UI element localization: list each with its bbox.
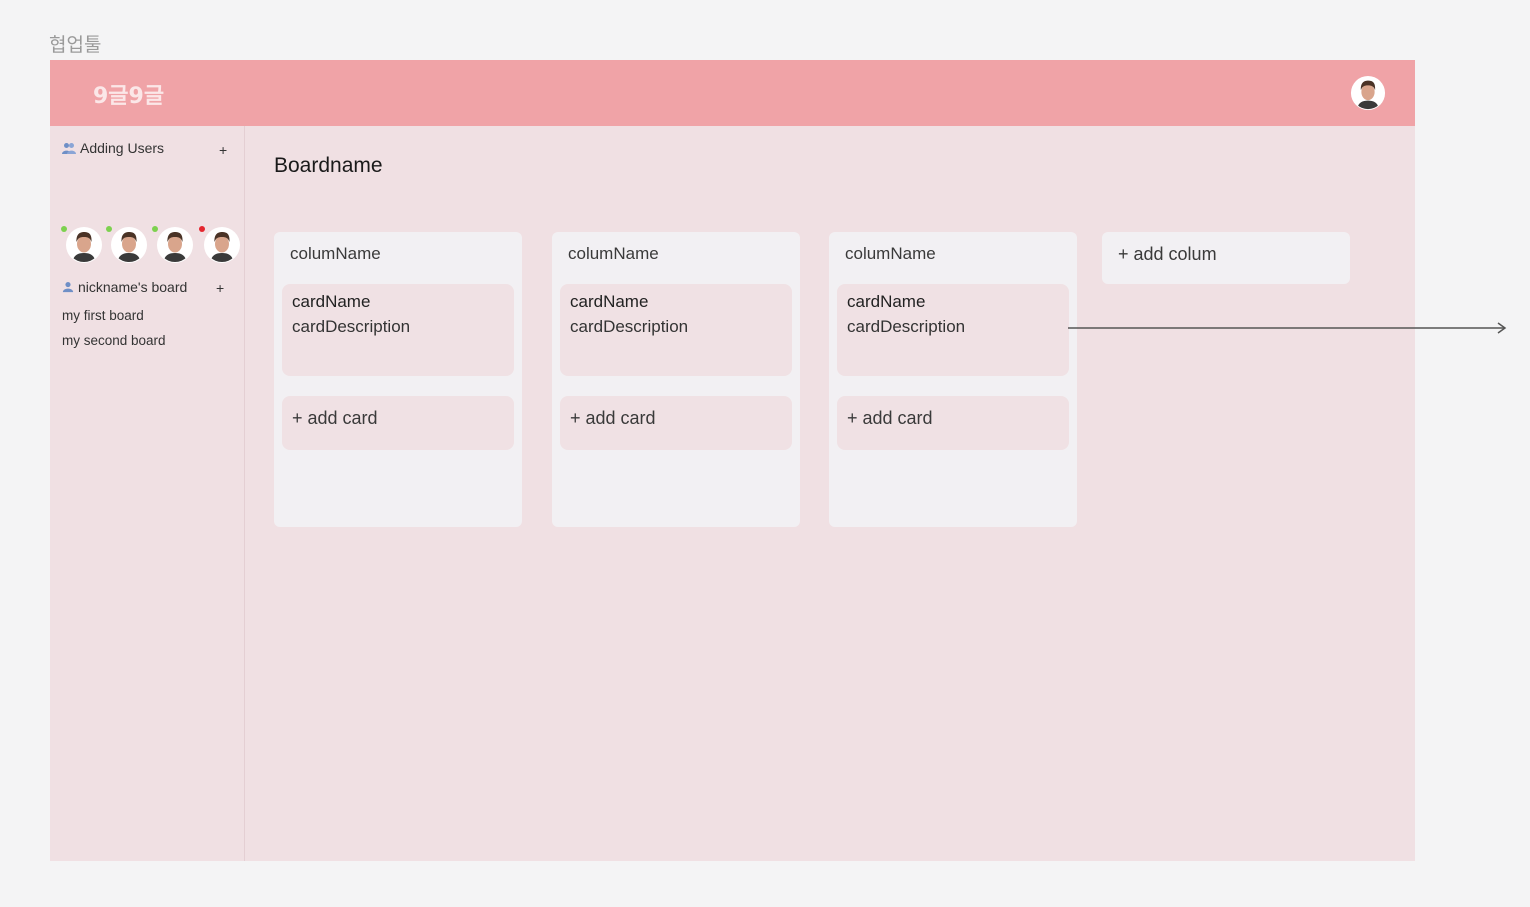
flow-arrow-icon <box>1068 322 1507 334</box>
card-description: cardDescription <box>847 317 966 336</box>
board-area: Boardname columName cardName cardDescrip… <box>246 126 1415 861</box>
brand-logo[interactable]: 9글9글 <box>93 84 165 109</box>
card-name: cardName <box>570 292 649 311</box>
column-name[interactable]: columName <box>845 244 936 263</box>
board-card[interactable]: cardName cardDescription <box>560 284 792 376</box>
add-user-button[interactable]: + <box>219 142 228 158</box>
board-title: Boardname <box>274 154 383 177</box>
member-avatar[interactable] <box>199 226 241 264</box>
users-icon <box>62 143 76 154</box>
member-avatar[interactable] <box>106 226 148 264</box>
add-card-button[interactable]: + add card <box>560 396 792 450</box>
boards-title: nickname's board <box>78 279 188 295</box>
column-name[interactable]: columName <box>568 244 659 263</box>
online-status-dot <box>61 226 67 232</box>
adding-users-title: Adding Users <box>80 140 165 156</box>
boards-header: nickname's board <box>62 279 187 295</box>
user-icon <box>62 282 74 293</box>
card-name: cardName <box>292 292 371 311</box>
add-board-button[interactable]: + <box>216 280 225 296</box>
board-column: columName cardName cardDescription + add… <box>829 232 1077 527</box>
app-window: 9글9글 Adding Users + <box>50 60 1415 861</box>
online-status-dot <box>106 226 112 232</box>
adding-users-header: Adding Users <box>62 140 164 156</box>
column-name[interactable]: columName <box>290 244 381 263</box>
online-status-dot <box>152 226 158 232</box>
member-avatar[interactable] <box>152 226 194 264</box>
sidebar-board-link[interactable]: my first board <box>62 308 144 323</box>
board-card[interactable]: cardName cardDescription <box>837 284 1069 376</box>
card-description: cardDescription <box>570 317 689 336</box>
member-avatar[interactable] <box>61 226 103 264</box>
card-name: cardName <box>847 292 926 311</box>
offline-status-dot <box>199 226 205 232</box>
user-avatar-icon[interactable] <box>1350 75 1386 111</box>
add-column-button[interactable]: + add colum <box>1102 232 1350 284</box>
frame-label: 협업툴 <box>49 34 102 56</box>
add-card-button[interactable]: + add card <box>837 396 1069 450</box>
sidebar-board-link[interactable]: my second board <box>62 333 166 348</box>
board-card[interactable]: cardName cardDescription <box>282 284 514 376</box>
board-column: columName cardName cardDescription + add… <box>274 232 522 527</box>
header-bar: 9글9글 <box>50 60 1415 126</box>
sidebar: Adding Users + <box>50 126 245 861</box>
board-column: columName cardName cardDescription + add… <box>552 232 800 527</box>
card-description: cardDescription <box>292 317 411 336</box>
add-card-button[interactable]: + add card <box>282 396 514 450</box>
